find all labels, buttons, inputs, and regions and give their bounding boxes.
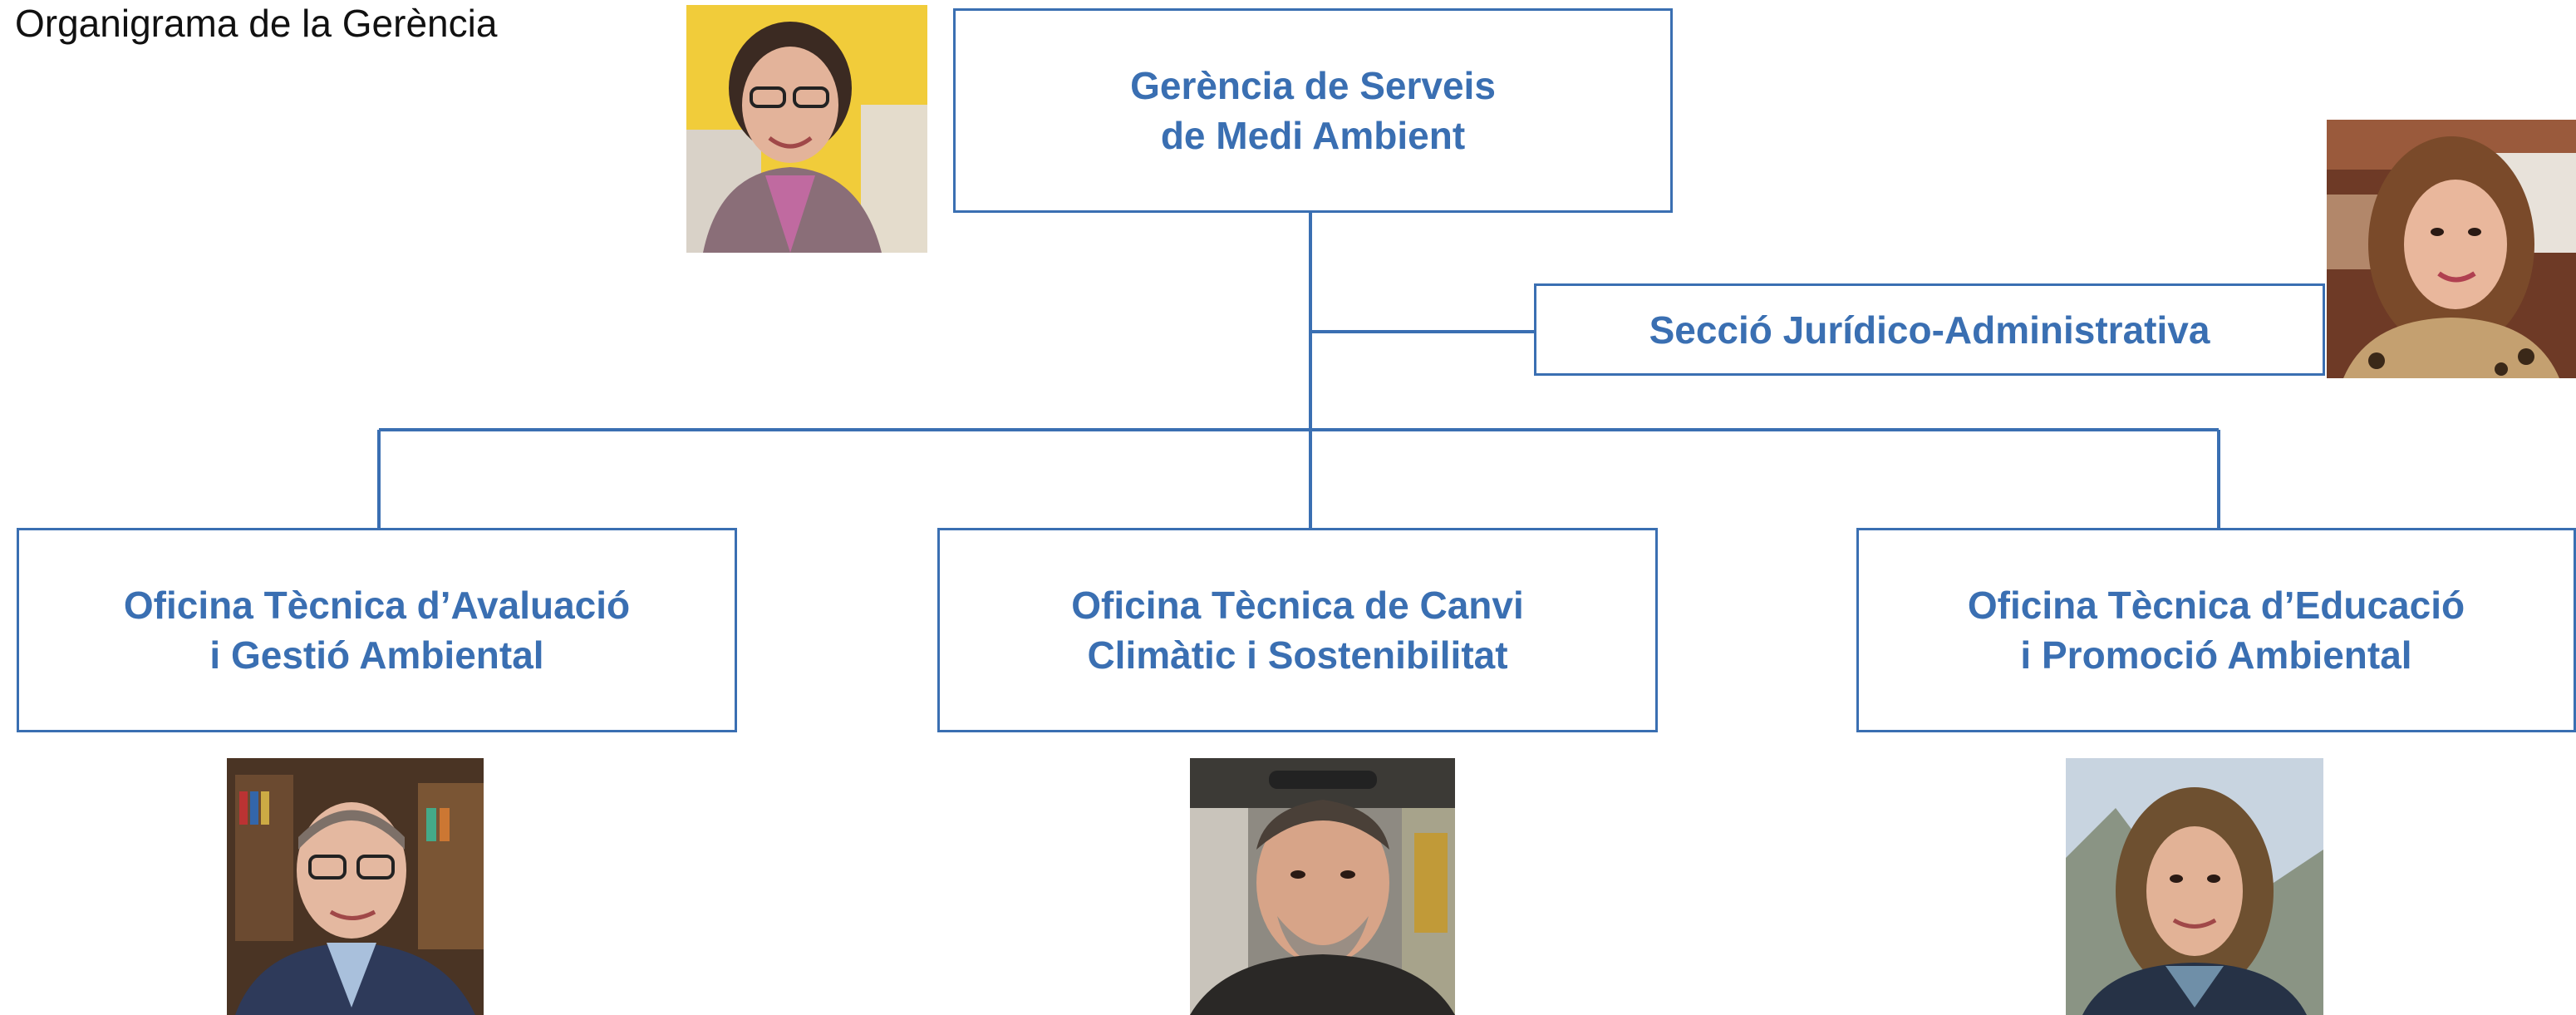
seccio-juridico-box: Secció Jurídico-Administrativa [1534, 283, 2325, 376]
oficina-avaluacio-box: Oficina Tècnica d’Avaluació i Gestió Amb… [17, 528, 737, 732]
oficina-educacio-box: Oficina Tècnica d’Educació i Promoció Am… [1856, 528, 2576, 732]
gerencia-portrait-photo [686, 5, 927, 253]
page-title: Organigrama de la Gerència [15, 2, 498, 45]
oficina-educacio-label-line-2: i Promoció Ambiental [2020, 633, 2412, 677]
gerencia-label-line-2: de Medi Ambient [1160, 114, 1466, 157]
seccio-juridico-label: Secció Jurídico-Administrativa [1649, 308, 2210, 352]
oficina-avaluacio-label-line-2: i Gestió Ambiental [209, 633, 544, 677]
gerencia-box: Gerència de Serveis de Medi Ambient [953, 8, 1673, 213]
oficina-educacio-label-line-1: Oficina Tècnica d’Educació [1967, 584, 2465, 627]
oficina-canvi-climatic-portrait-photo [1190, 758, 1455, 1015]
oficina-canvi-climatic-label-line-2: Climàtic i Sostenibilitat [1087, 633, 1508, 677]
oficina-educacio-portrait-photo [2066, 758, 2323, 1015]
seccio-juridico-portrait-photo [2327, 120, 2576, 378]
oficina-canvi-climatic-box: Oficina Tècnica de Canvi Climàtic i Sost… [937, 528, 1658, 732]
oficina-avaluacio-portrait-photo [227, 758, 484, 1015]
gerencia-label-line-1: Gerència de Serveis [1130, 64, 1496, 107]
oficina-avaluacio-label-line-1: Oficina Tècnica d’Avaluació [123, 584, 631, 627]
oficina-canvi-climatic-label-line-1: Oficina Tècnica de Canvi [1071, 584, 1524, 627]
